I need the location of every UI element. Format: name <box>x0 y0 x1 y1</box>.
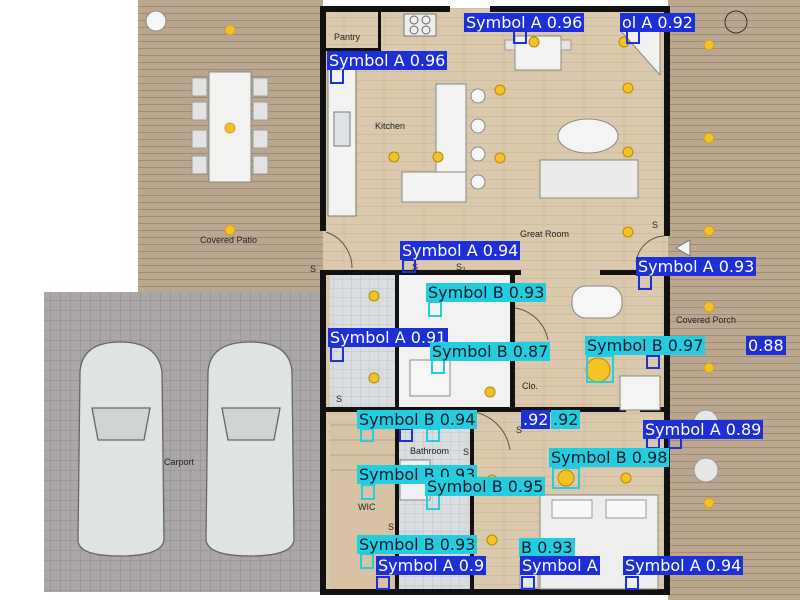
door-swings <box>325 231 665 451</box>
sofa <box>539 159 639 199</box>
detection-box-symbol-b <box>360 428 374 442</box>
room-label-great-room: Great Room <box>520 229 569 239</box>
detection-label-symbol-a: .92 <box>521 410 551 429</box>
detection-box-symbol-a <box>399 428 413 442</box>
room-label-kitchen: Kitchen <box>375 121 405 131</box>
detection-box-symbol-b <box>361 484 375 500</box>
detection-box-symbol-a <box>521 576 535 590</box>
covered-porch-deck <box>668 0 800 600</box>
switch-mark: S <box>336 394 342 404</box>
detection-label-symbol-a: Symbol A 0.93 <box>636 257 757 276</box>
detection-box-symbol-b <box>428 301 442 317</box>
detection-label-symbol-a: Symbol A 0.94 <box>400 241 521 260</box>
detection-box-symbol-a <box>330 346 344 362</box>
detection-label-symbol-b: Symbol B 0.97 <box>585 336 706 355</box>
switch-mark: S <box>652 220 658 230</box>
detection-label-symbol-b: B 0.93 <box>519 538 575 557</box>
bar-stools <box>470 88 486 190</box>
detection-label-symbol-b: .92 <box>551 410 581 429</box>
detection-label-symbol-b: Symbol B 0.95 <box>425 477 546 496</box>
detection-box-symbol-b <box>360 553 374 569</box>
room-label-bathroom: Bathroom <box>410 446 449 456</box>
detection-box-symbol-a <box>330 68 344 84</box>
detection-label-symbol-a: ol A 0.92 <box>620 13 695 32</box>
kitchen-sink <box>333 111 351 147</box>
detection-box-symbol-a <box>625 576 639 590</box>
room-label-pantry: Pantry <box>334 32 361 42</box>
detection-label-symbol-a: Symbol A 0.9 <box>376 556 487 575</box>
coffee-table <box>557 118 619 154</box>
switch-mark: S <box>310 264 316 274</box>
detection-label-symbol-a: Symbol A 0.94 <box>623 556 744 575</box>
detection-box-symbol-a <box>402 259 416 273</box>
entry-arrow <box>674 239 691 257</box>
switch-mark: S <box>463 447 469 457</box>
plant-icon <box>145 10 748 34</box>
detection-label-symbol-b: Symbol B 0.87 <box>430 342 551 361</box>
room-label-closet: Clo. <box>522 381 538 391</box>
detection-label-symbol-a: Symbol A <box>520 556 600 575</box>
room-label-wic: WIC <box>358 502 376 512</box>
detection-label-symbol-b: Symbol B 0.93 <box>426 283 547 302</box>
room-label-covered-porch: Covered Porch <box>676 315 736 325</box>
detection-label-symbol-a: 0.88 <box>746 336 786 355</box>
detection-label-symbol-b: Symbol B 0.93 <box>357 535 478 554</box>
bathtub <box>571 285 623 319</box>
detection-label-symbol-b: Symbol B 0.98 <box>549 448 670 467</box>
detection-box-symbol-b <box>426 428 440 442</box>
switch-mark: S <box>388 522 394 532</box>
detection-label-symbol-b: Symbol B 0.94 <box>357 410 478 429</box>
detection-box-symbol-a <box>638 274 652 290</box>
room-label-carport: Carport <box>164 457 195 467</box>
switch-mark: S₃ <box>456 262 466 272</box>
detection-box-symbol-a <box>646 355 660 369</box>
detection-label-symbol-a: Symbol A 0.96 <box>464 13 585 32</box>
exterior-lights <box>224 24 715 509</box>
cars <box>77 341 295 557</box>
detection-box-symbol-a <box>376 576 390 590</box>
range-top <box>403 13 437 37</box>
detection-box-symbol-b <box>552 467 580 489</box>
switch-mark: S <box>516 425 522 435</box>
detection-box-symbol-b <box>426 494 440 510</box>
detection-label-symbol-a: Symbol A 0.91 <box>328 328 449 347</box>
desk <box>619 375 661 411</box>
detection-box-symbol-b <box>586 355 614 383</box>
light-fixtures <box>368 36 634 546</box>
walls <box>320 6 670 595</box>
room-label-covered-patio: Covered Patio <box>200 235 257 245</box>
detection-label-symbol-a: Symbol A 0.89 <box>643 420 764 439</box>
detection-label-symbol-a: Symbol A 0.96 <box>327 51 448 70</box>
